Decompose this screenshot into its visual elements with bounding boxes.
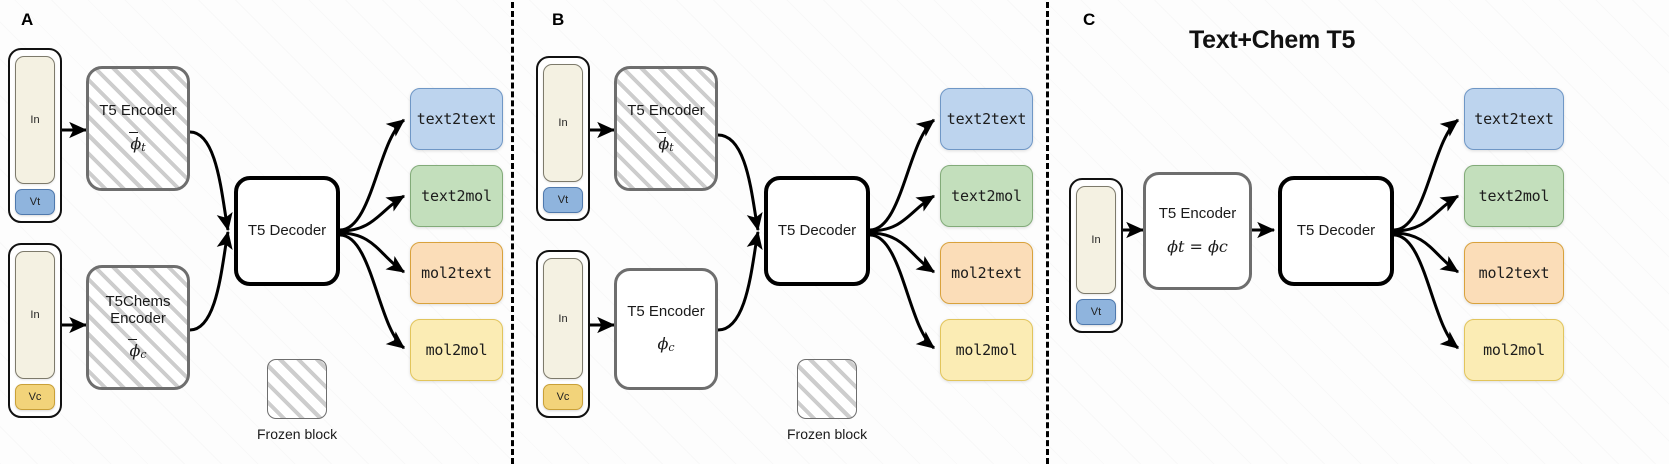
input-group-b-chem[interactable]: In Vc — [536, 250, 590, 418]
vocab-badge-b-text: Vt — [543, 187, 583, 213]
encoder-b-text[interactable]: T5 Encoder ϕt — [614, 66, 718, 191]
task-b-text2text[interactable]: text2text — [940, 88, 1033, 150]
phi-bar-t-b: ϕ — [657, 131, 670, 153]
encoder-c-formula: ϕt = ϕc — [1167, 236, 1228, 256]
input-group-c[interactable]: In Vt — [1069, 178, 1123, 333]
legend-b: Frozen block — [787, 359, 867, 442]
phi-bar-c-a: ϕ — [128, 339, 141, 361]
decoder-b-title: T5 Decoder — [777, 221, 857, 239]
phi-sub-c-b: c — [668, 341, 675, 355]
arrow-b-dec-to-mol2text — [869, 231, 935, 274]
arrow-c-dec-to-mol2mol — [1393, 233, 1460, 350]
vocab-badge-c: Vt — [1076, 299, 1116, 325]
panel-label-b: B — [552, 10, 565, 29]
arrow-a-dec-to-mol2text — [339, 231, 405, 274]
arrow-a-dec-to-mol2mol — [339, 233, 406, 350]
encoder-c-title: T5 Encoder — [1158, 205, 1237, 223]
phi-c-b: ϕ — [657, 334, 669, 354]
task-b-text2mol[interactable]: text2mol — [940, 165, 1033, 227]
encoder-b-chem[interactable]: T5 Encoder ϕc — [614, 268, 718, 390]
vocab-badge-a-chem: Vc — [15, 384, 55, 410]
figure-title: Text+Chem T5 — [1189, 26, 1356, 54]
task-b-mol2text[interactable]: mol2text — [940, 242, 1033, 304]
input-group-b-text[interactable]: In Vt — [536, 56, 590, 221]
input-box-b-chem: In — [543, 258, 583, 379]
task-a-mol2mol[interactable]: mol2mol — [410, 319, 503, 381]
phi-sub-t-a: t — [141, 140, 146, 154]
arrow-b-dec-to-text2mol — [869, 194, 936, 233]
encoder-a-chem-title-line2: Encoder — [110, 309, 166, 327]
arrow-c-dec-to-text2mol — [1393, 194, 1460, 233]
phi-bar-t-a: ϕ — [129, 131, 142, 153]
encoder-a-chem-title: T5Chems Encoder — [105, 292, 171, 328]
encoder-a-text-symbol: ϕt — [129, 131, 146, 154]
arrow-b-dec-to-text2text — [869, 118, 935, 232]
input-group-a-text[interactable]: In Vt — [8, 48, 62, 223]
encoder-c[interactable]: T5 Encoder ϕt = ϕc — [1143, 172, 1252, 290]
input-box-c: In — [1076, 186, 1116, 294]
panel-label-a: A — [21, 10, 34, 29]
panel-divider-b-c — [1046, 2, 1049, 464]
legend-a: Frozen block — [257, 359, 337, 442]
decoder-c[interactable]: T5 Decoder — [1278, 176, 1394, 286]
frozen-block-label-a: Frozen block — [257, 426, 338, 442]
frozen-block-swatch-b — [797, 359, 858, 419]
frozen-block-swatch-a — [267, 359, 328, 419]
encoder-b-chem-title: T5 Encoder — [627, 302, 705, 320]
decoder-b[interactable]: T5 Decoder — [764, 176, 870, 286]
phi-sub-c-a: c — [140, 348, 147, 362]
vocab-badge-a-text: Vt — [15, 189, 55, 215]
input-box-b-text: In — [543, 64, 583, 182]
encoder-b-text-title: T5 Encoder — [627, 102, 705, 120]
arrow-b-enc-text-to-decoder — [717, 133, 763, 232]
task-a-text2mol[interactable]: text2mol — [410, 165, 503, 227]
task-c-mol2mol[interactable]: mol2mol — [1464, 319, 1564, 381]
task-b-mol2mol[interactable]: mol2mol — [940, 319, 1033, 381]
frozen-block-label-b: Frozen block — [787, 426, 868, 442]
task-c-text2mol[interactable]: text2mol — [1464, 165, 1564, 227]
task-a-text2text[interactable]: text2text — [410, 88, 503, 150]
encoder-a-chem-title-line1: T5Chems — [105, 292, 171, 310]
encoder-a-text[interactable]: T5 Encoder ϕt — [86, 66, 190, 191]
vocab-badge-b-chem: Vc — [543, 384, 583, 410]
arrow-a-dec-to-text2text — [339, 118, 405, 232]
decoder-c-title: T5 Decoder — [1296, 221, 1376, 239]
input-box-a-text: In — [15, 56, 55, 184]
input-box-a-chem: In — [15, 251, 55, 379]
arrow-c-dec-to-text2text — [1393, 118, 1459, 232]
panel-divider-a-b — [511, 2, 514, 464]
phi-sub-t-b: t — [669, 140, 674, 154]
encoder-b-text-symbol: ϕt — [657, 131, 674, 154]
input-group-a-chem[interactable]: In Vc — [8, 243, 62, 418]
encoder-a-text-title: T5 Encoder — [99, 102, 177, 120]
encoder-b-chem-symbol: ϕc — [657, 334, 674, 354]
encoder-a-chem[interactable]: T5Chems Encoder ϕc — [86, 265, 190, 390]
arrow-c-dec-to-mol2text — [1393, 231, 1459, 274]
arrow-b-enc-chem-to-decoder — [717, 230, 763, 332]
decoder-a-title: T5 Decoder — [247, 221, 327, 239]
panel-label-c: C — [1083, 10, 1096, 29]
arrow-a-enc-chem-to-decoder — [189, 230, 233, 332]
encoder-a-chem-symbol: ϕc — [128, 339, 147, 362]
task-c-text2text[interactable]: text2text — [1464, 88, 1564, 150]
task-c-mol2text[interactable]: mol2text — [1464, 242, 1564, 304]
arrow-a-dec-to-text2mol — [339, 194, 406, 233]
task-a-mol2text[interactable]: mol2text — [410, 242, 503, 304]
arrow-a-enc-text-to-decoder — [189, 130, 233, 232]
decoder-a[interactable]: T5 Decoder — [234, 176, 340, 286]
arrow-b-dec-to-mol2mol — [869, 233, 936, 350]
